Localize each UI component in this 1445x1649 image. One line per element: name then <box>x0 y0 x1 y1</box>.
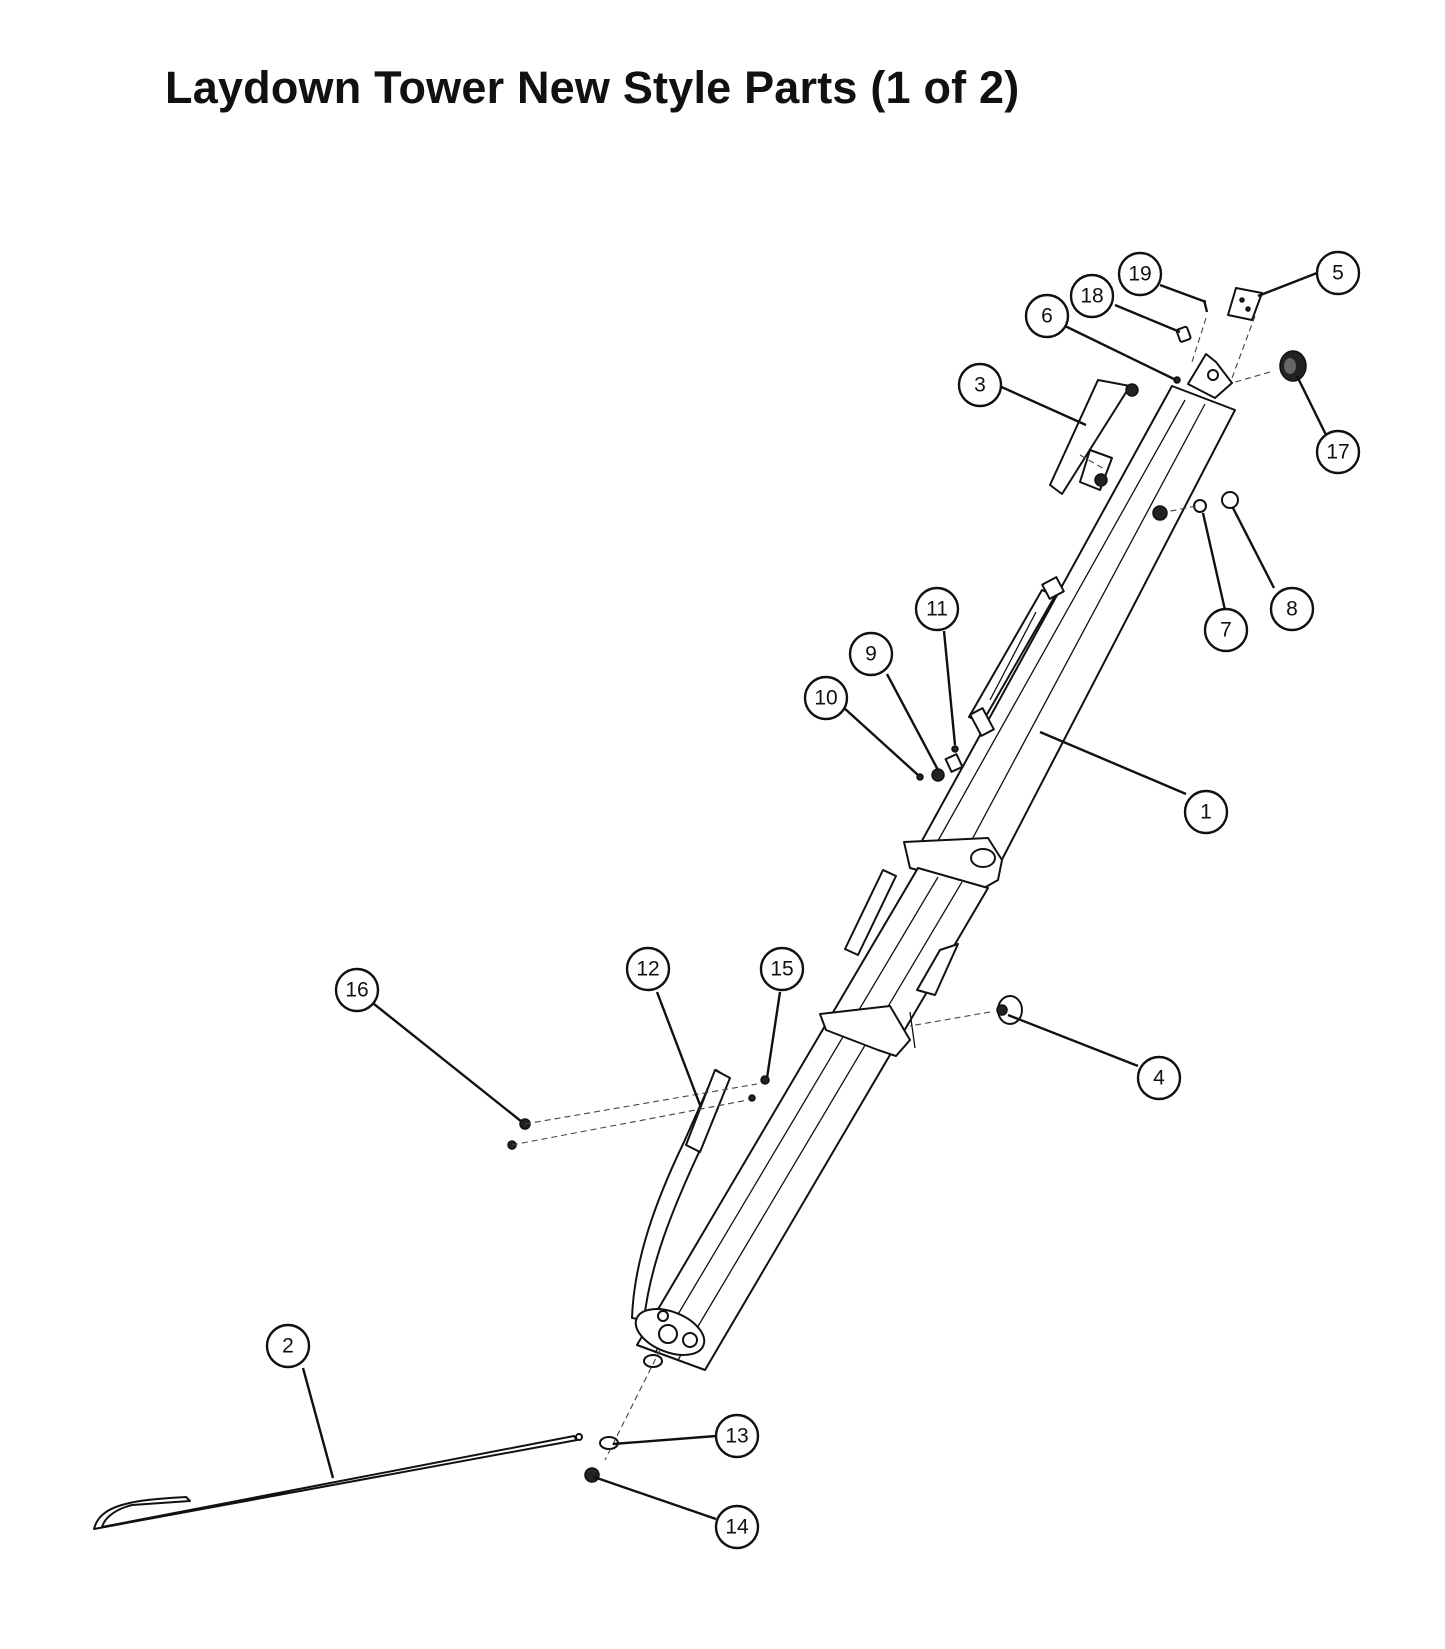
callout-17: 17 <box>1315 429 1361 475</box>
callout-6: 6 <box>1024 293 1070 339</box>
lower-tower-tube <box>636 867 989 1371</box>
callout-2-label: 2 <box>282 1335 294 1358</box>
lower-collar <box>819 1005 911 1057</box>
callout-4: 4 <box>1136 1055 1182 1101</box>
callout-16-label: 16 <box>345 979 368 1002</box>
mount-bracket <box>685 1069 731 1153</box>
callout-11-label: 11 <box>926 598 948 621</box>
pull-rod <box>93 1435 578 1530</box>
leader-lines <box>301 271 1331 1521</box>
callout-8: 8 <box>1269 586 1315 632</box>
callout-5-label: 5 <box>1332 262 1344 285</box>
tower-assembly <box>631 353 1236 1371</box>
callout-13-label: 13 <box>725 1425 748 1448</box>
callout-6-label: 6 <box>1041 305 1053 328</box>
callout-19-label: 19 <box>1128 263 1151 286</box>
callout-19: 19 <box>1117 251 1163 297</box>
callout-14-label: 14 <box>725 1516 749 1539</box>
callout-13: 13 <box>714 1413 760 1459</box>
callout-17-label: 17 <box>1326 441 1349 464</box>
callout-7-label: 7 <box>1220 619 1232 642</box>
callout-9-label: 9 <box>865 643 877 666</box>
callout-2: 2 <box>265 1323 311 1369</box>
callout-3: 3 <box>957 362 1003 408</box>
callout-8-label: 8 <box>1286 598 1298 621</box>
callout-18-label: 18 <box>1080 285 1103 308</box>
top-plate <box>1227 287 1263 321</box>
callout-11: 11 <box>914 586 960 632</box>
hardware <box>93 287 1307 1530</box>
callout-1: 1 <box>1183 789 1229 835</box>
lower-side-plate <box>916 943 959 996</box>
callout-12: 12 <box>625 946 671 992</box>
callout-4-label: 4 <box>1153 1067 1165 1090</box>
callout-10: 10 <box>803 675 849 721</box>
diagram-title: Laydown Tower New Style Parts (1 of 2) <box>165 62 1020 113</box>
upper-tab <box>1041 576 1065 600</box>
callout-12-label: 12 <box>636 958 659 981</box>
callout-7: 7 <box>1203 607 1249 653</box>
mid-tab <box>969 707 995 737</box>
callout-14: 14 <box>714 1504 760 1550</box>
callout-10-label: 10 <box>814 687 837 710</box>
callout-9: 9 <box>848 631 894 677</box>
callout-15-label: 15 <box>770 958 793 981</box>
callout-18: 18 <box>1069 273 1115 319</box>
lower-side-rail <box>844 869 897 956</box>
side-bracket <box>1049 379 1139 495</box>
callout-16: 16 <box>334 967 380 1013</box>
callout-3-label: 3 <box>974 374 986 397</box>
callout-5: 5 <box>1315 250 1361 296</box>
callout-1-label: 1 <box>1200 801 1212 824</box>
callout-15: 15 <box>759 946 805 992</box>
